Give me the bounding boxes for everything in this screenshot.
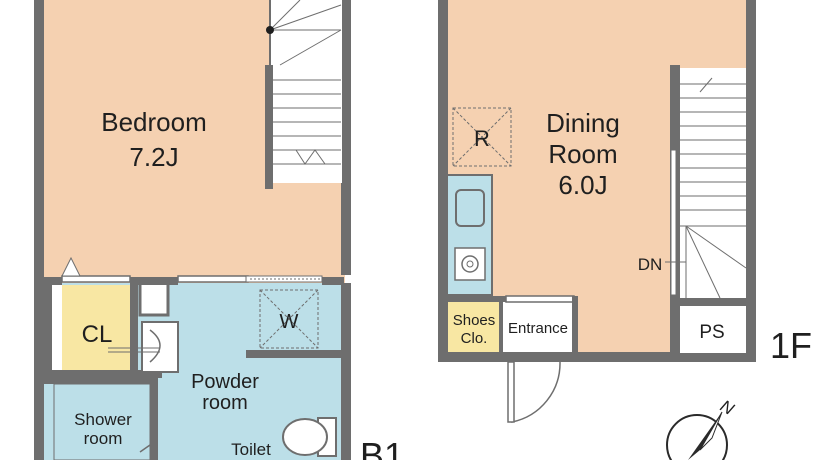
entrance-door-swing [511,361,561,423]
floor-label-b1: B1 [360,435,404,460]
column [138,281,170,317]
entrance-label: Entrance [508,320,568,337]
fridge-space [452,107,512,167]
bedroom-label: Bedroom [101,107,207,137]
powder-toilet-wall [246,350,344,358]
closet-wall-left-white [52,285,62,373]
sliding-door-bedroom [61,275,131,283]
closet-label: CL [82,321,113,348]
washer-space [259,289,319,349]
shower-room-label-1: Shower [74,410,132,429]
entrance-wall-right [572,296,578,358]
powder-room-label-2: room [202,392,248,414]
wall-1f-bottom [438,352,756,362]
closet-wall-bottom [40,370,162,378]
entrance-floor [502,302,572,352]
right-wall-b1-lower [341,283,351,460]
closet-wall-right [130,285,138,373]
shoe-closet-label-2: Clo. [461,330,488,347]
stair-1f-treads [680,83,747,299]
sliding-door-powder [177,275,249,283]
compass-icon [666,411,728,460]
stair-b1-frame [270,65,342,183]
shower-inner [53,383,151,460]
wall-1f-right [746,0,756,362]
fridge-label: R [474,126,490,151]
floor-label-1f: 1F [770,325,812,366]
toilet-label: Toilet [231,440,271,459]
kitchen-sink [455,189,485,227]
stair-b1-wall [265,65,273,189]
door-triangle [61,256,81,277]
right-wall-b1 [341,0,351,275]
ps-wall [670,298,756,306]
stair-down-label: DN [638,255,663,274]
toilet-bowl [282,418,328,456]
shower-wall-top [40,376,158,384]
stair-b1-upper [270,0,342,65]
dining-label-2: Room [548,139,617,169]
partition-bedroom-wet [40,277,62,285]
bedroom-size: 7.2J [129,142,178,172]
shower-room-label-2: room [84,429,123,448]
shower-wall-right [150,380,158,460]
powder-room-label-1: Powder [191,371,259,393]
stove [454,247,486,281]
entrance-wall-top [446,296,506,302]
dining-label-1: Dining [546,108,620,138]
partition-bedroom-wet-3 [322,277,344,285]
shoe-closet-label-1: Shoes [453,312,496,329]
closet-wall-left [44,285,52,373]
ps-box [678,305,746,353]
washer-label: W [280,311,299,333]
wall-1f-left [438,0,448,362]
closet-floor [62,285,132,370]
ps-label: PS [699,322,724,343]
stair-b1-treads [273,79,341,165]
left-wall-b1 [34,0,44,460]
ps-wall-left [670,298,680,358]
stair-1f-rail [670,149,677,296]
dining-size: 6.0J [558,170,607,200]
shoe-closet-floor [448,302,500,352]
partition-bedroom-wet-2 [130,277,178,285]
entrance-door [507,361,515,423]
stair-1f-frame [678,68,746,298]
entrance-wall-left [499,302,503,354]
entrance-step [505,295,575,303]
